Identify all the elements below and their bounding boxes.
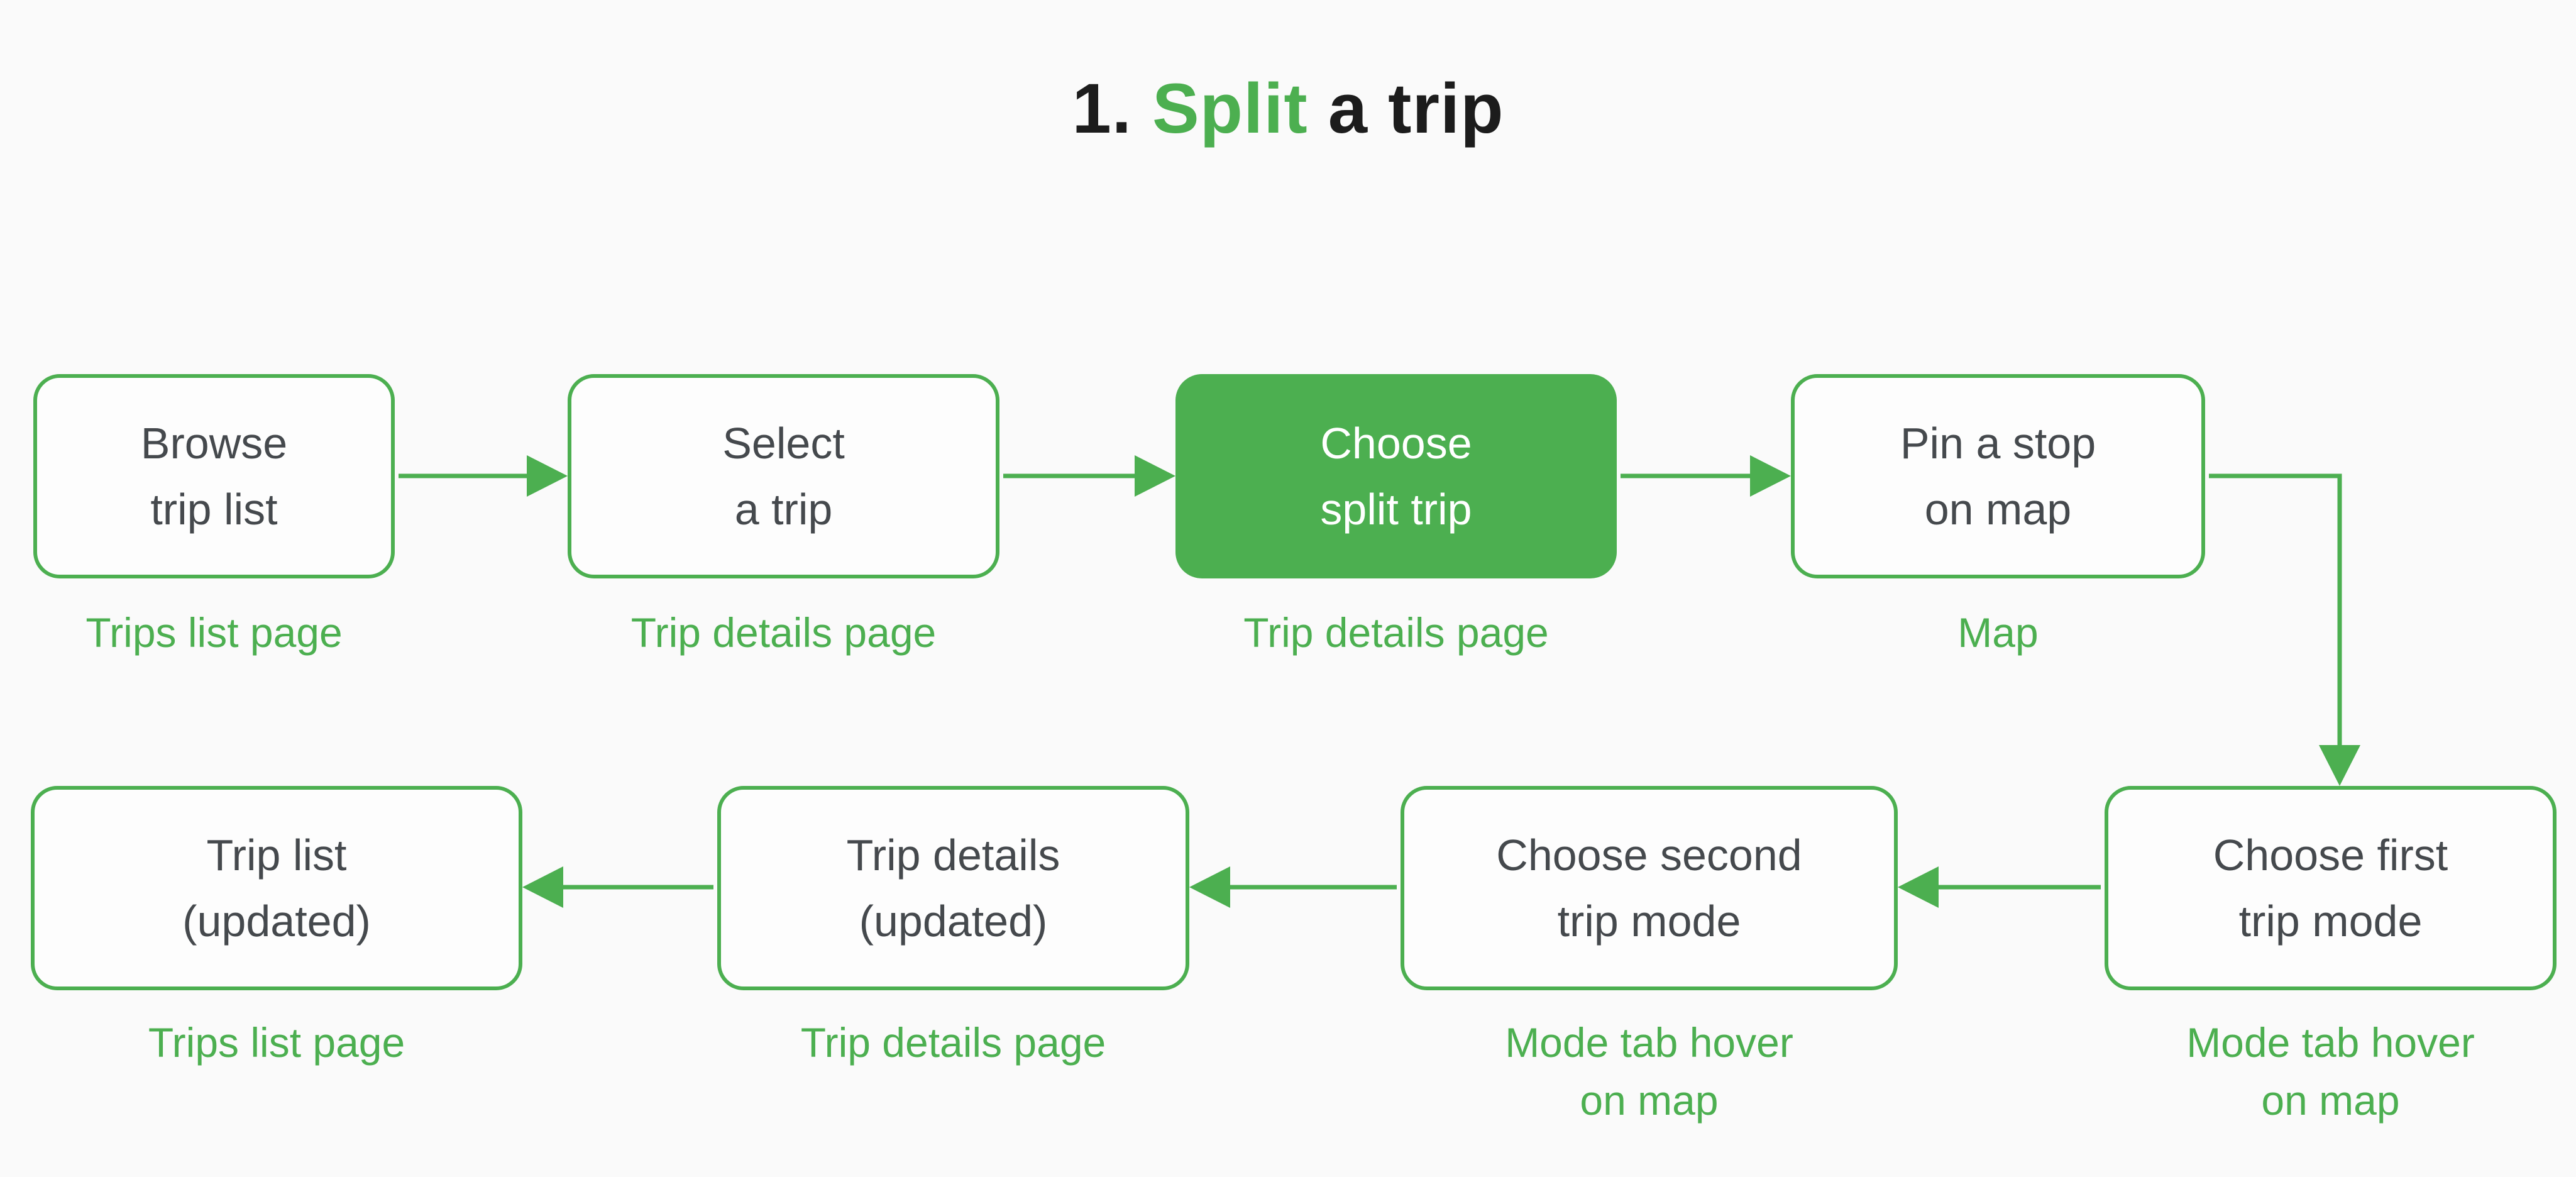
caption-trip-details-page-3: Trip details page [800,1019,1106,1066]
caption-trips-list-page-2: Trips list page [148,1019,405,1066]
caption-trips-list-page-1: Trips list page [85,609,343,656]
caption-trip-details-page-2: Trip details page [1243,609,1549,656]
arrow-pin-to-choose-first [2209,473,2360,786]
arrow-first-to-second-mode [1898,866,2101,908]
arrow-second-to-trip-details [1189,866,1397,908]
node-select-a-trip: Select a trip [568,374,999,578]
node-browse-trip-list: Browse trip list [33,374,395,578]
title-rest: a trip [1307,69,1504,148]
node-choose-second-trip-mode: Choose second trip mode [1401,786,1898,990]
caption-trip-details-page-1: Trip details page [630,609,937,656]
caption-mode-tab-hover-2: Mode tab hover on map [2186,1019,2475,1124]
node-choose-split-trip: Choose split trip [1175,374,1617,578]
caption-map: Map [1957,609,2039,656]
arrow-trip-details-to-trip-list [522,866,713,908]
arrow-choose-split-to-pin [1621,455,1791,497]
node-pin-a-stop-on-map: Pin a stop on map [1791,374,2205,578]
node-trip-details-updated: Trip details (updated) [717,786,1189,990]
node-choose-first-trip-mode: Choose first trip mode [2105,786,2557,990]
arrow-select-to-choose-split [1003,455,1175,497]
title-highlight: Split [1152,69,1308,148]
caption-mode-tab-hover-1: Mode tab hover on map [1505,1019,1793,1124]
title-number: 1. [1072,69,1132,148]
page-title: 1. Split a trip [0,68,2576,149]
node-trip-list-updated: Trip list (updated) [31,786,522,990]
arrow-browse-to-select [399,455,568,497]
